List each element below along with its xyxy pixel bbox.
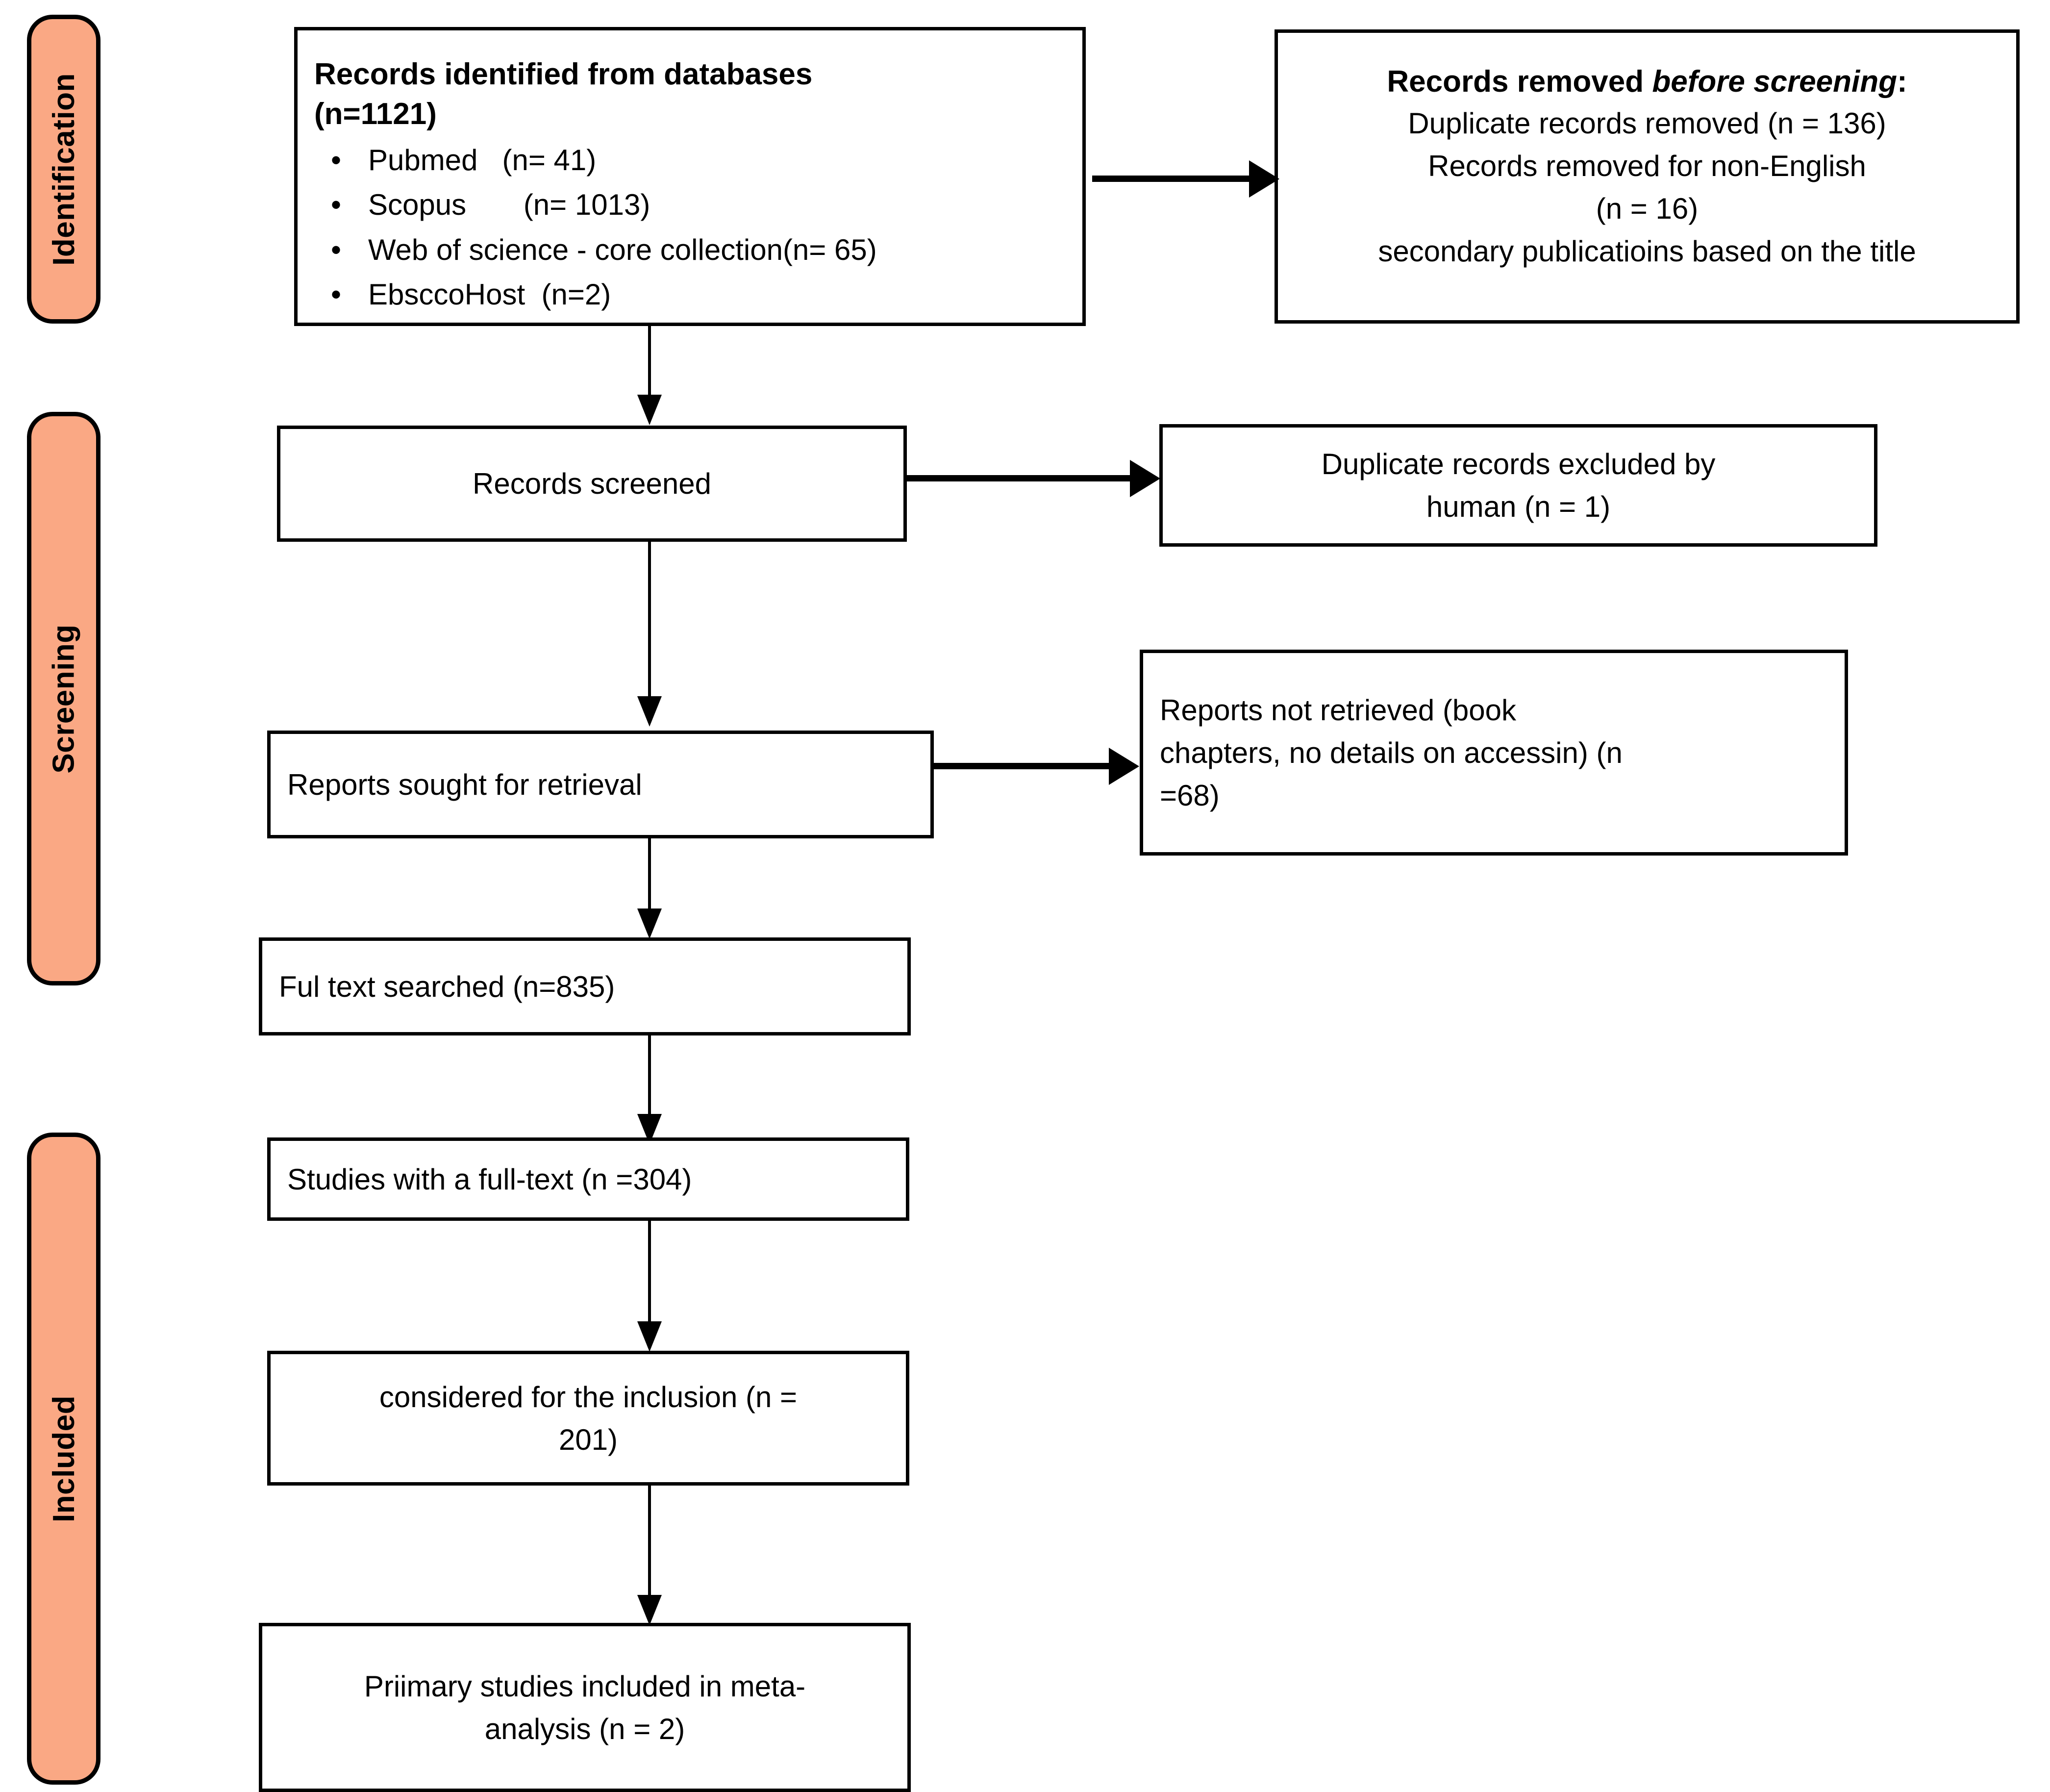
- arrowhead-screened-to-duplicate: [1130, 460, 1160, 497]
- arrowhead-identified-to-removed: [1249, 160, 1279, 198]
- box-reports-not-retrieved: Reports not retrieved (book chapters, no…: [1140, 650, 1848, 856]
- box-full-text-searched: Ful text searched (n=835): [259, 937, 911, 1035]
- list-item: •Scopus (n= 1013): [314, 182, 877, 227]
- box-studies-full-text: Studies with a full-text (n =304): [267, 1137, 909, 1221]
- database-source-list: •Pubmed (n= 41) •Scopus (n= 1013) •Web o…: [314, 138, 877, 317]
- bullet-icon: •: [331, 144, 342, 177]
- box-records-removed-before-screening: Records removed before screening: Duplic…: [1275, 29, 2020, 324]
- bullet-icon: •: [331, 188, 342, 222]
- stage-tab-included-label: Included: [47, 1395, 81, 1522]
- connector-full-text-to-studies: [648, 1035, 651, 1116]
- box-studies-full-text-text: Studies with a full-text (n =304): [287, 1162, 692, 1196]
- arrowhead-screened-to-reports-sought: [637, 696, 662, 727]
- box-reports-not-retrieved-lines: Reports not retrieved (book chapters, no…: [1160, 693, 1623, 812]
- box-reports-sought-text: Reports sought for retrieval: [287, 768, 642, 801]
- connector-identified-to-screened: [648, 326, 651, 397]
- box-duplicate-records-excluded: Duplicate records excluded by human (n =…: [1159, 424, 1877, 547]
- list-item: •Web of science - core collection(n= 65): [314, 227, 877, 272]
- bullet-icon: •: [331, 233, 342, 266]
- stage-tab-identification: Identification: [27, 15, 100, 324]
- box-records-removed-lines: Duplicate records removed (n = 136) Reco…: [1378, 106, 1916, 268]
- box-considered-for-inclusion: considered for the inclusion (n = 201): [267, 1351, 909, 1486]
- arrowhead-studies-to-considered: [637, 1321, 662, 1352]
- connector-sought-to-not-retrieved: [934, 763, 1113, 769]
- box-records-identified-title: Records identified from databases (n=112…: [314, 57, 813, 131]
- arrowhead-sought-to-full-text: [637, 909, 662, 939]
- box-full-text-searched-text: Ful text searched (n=835): [279, 970, 615, 1003]
- list-item: •EbsccoHost (n=2): [314, 272, 877, 317]
- list-item: •Pubmed (n= 41): [314, 138, 877, 182]
- box-records-screened-text: Records screened: [473, 467, 711, 500]
- box-primary-studies-included: Priimary studies included in meta- analy…: [259, 1623, 911, 1792]
- stage-tab-screening: Screening: [27, 412, 100, 985]
- box-primary-studies-included-lines: Priimary studies included in meta- analy…: [364, 1669, 806, 1745]
- box-duplicate-records-excluded-lines: Duplicate records excluded by human (n =…: [1321, 448, 1716, 523]
- connector-studies-to-considered: [648, 1221, 651, 1324]
- box-records-identified: Records identified from databases (n=112…: [294, 27, 1086, 326]
- box-considered-for-inclusion-lines: considered for the inclusion (n = 201): [379, 1380, 798, 1456]
- arrowhead-considered-to-primary: [637, 1595, 662, 1625]
- box-records-screened: Records screened: [277, 426, 907, 542]
- bullet-icon: •: [331, 278, 342, 311]
- connector-considered-to-primary: [648, 1486, 651, 1598]
- box-records-removed-title: Records removed before screening:: [1387, 65, 1907, 99]
- connector-screened-to-duplicate: [907, 475, 1130, 481]
- stage-tab-screening-label: Screening: [47, 624, 81, 774]
- box-reports-sought: Reports sought for retrieval: [267, 731, 934, 838]
- arrowhead-sought-to-not-retrieved: [1109, 748, 1139, 785]
- stage-tab-identification-label: Identification: [47, 73, 81, 266]
- stage-tab-included: Included: [27, 1133, 100, 1785]
- connector-identified-to-removed: [1092, 176, 1249, 182]
- arrowhead-identified-to-screened: [637, 395, 662, 425]
- connector-sought-to-full-text: [648, 838, 651, 912]
- connector-screened-to-reports-sought: [648, 542, 651, 699]
